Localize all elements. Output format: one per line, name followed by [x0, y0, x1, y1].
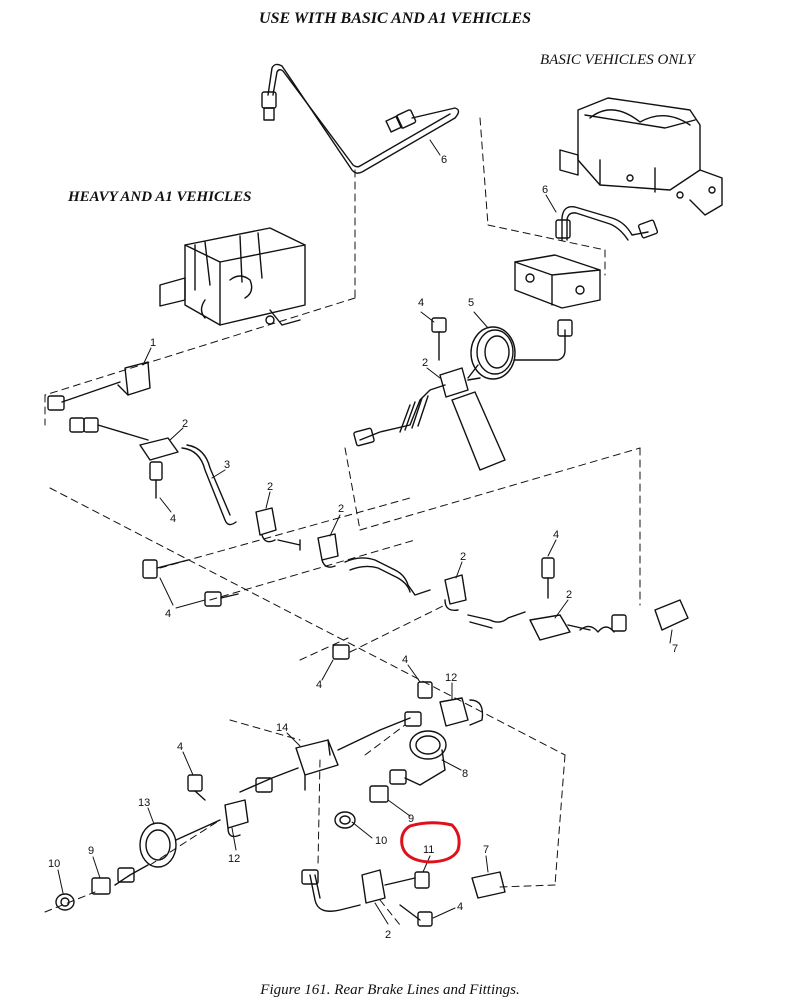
callout-2d: 2: [338, 503, 344, 515]
callout-2f: 2: [566, 589, 572, 601]
figure-caption: Figure 161. Rear Brake Lines and Fitting…: [260, 982, 520, 998]
callout-11: 11: [423, 844, 434, 856]
callout-4e: 4: [316, 679, 322, 691]
master-cylinder-basic: [559, 97, 723, 216]
basic-vehicles-label: BASIC VEHICLES ONLY: [540, 52, 695, 68]
brake-line-3: [69, 417, 237, 526]
master-cylinder-heavy: [159, 227, 306, 326]
bracket-1: [47, 361, 151, 411]
callout-2e: 2: [460, 551, 466, 563]
callout-9b: 9: [88, 845, 94, 857]
brake-line-6-upper: [261, 63, 460, 174]
callout-12b: 12: [228, 853, 240, 865]
callout-14: 14: [276, 722, 288, 734]
callout-13: 13: [138, 797, 150, 809]
callout-4h: 4: [457, 901, 463, 913]
lower-assembly: [55, 681, 506, 927]
callout-12a: 12: [445, 672, 457, 684]
callout-8: 8: [462, 768, 468, 780]
callout-6a: 6: [441, 154, 447, 166]
callout-2g: 2: [385, 929, 391, 941]
heavy-vehicles-label: HEAVY AND A1 VEHICLES: [68, 189, 252, 205]
callout-9a: 9: [408, 813, 414, 825]
callout-1: 1: [150, 337, 156, 349]
middle-row-lines: [142, 507, 689, 660]
callout-10b: 10: [48, 858, 60, 870]
callout-numbers: 1 2 2 2 2 2 2 2 3 4 4 4 4 4 4 4 4 5 6 6 …: [48, 154, 678, 941]
callout-3: 3: [224, 459, 230, 471]
assembly-lines: [44, 117, 641, 926]
callout-4g: 4: [177, 741, 183, 753]
coil-line-5: [467, 319, 573, 380]
callout-10a: 10: [375, 835, 387, 847]
callout-2b: 2: [422, 357, 428, 369]
callout-4b: 4: [170, 513, 176, 525]
callout-2c: 2: [267, 481, 273, 493]
brake-line-6-right: [514, 206, 659, 309]
callout-4c: 4: [165, 608, 171, 620]
callout-6b: 6: [542, 184, 548, 196]
callout-4f: 4: [402, 654, 408, 666]
callout-2a: 2: [182, 418, 188, 430]
callout-7b: 7: [483, 844, 489, 856]
highlight-circle: [400, 821, 461, 864]
callout-5: 5: [468, 297, 474, 309]
callout-4a: 4: [418, 297, 424, 309]
brake-hose-upper: [353, 317, 506, 471]
figure-title: USE WITH BASIC AND A1 VEHICLES: [259, 10, 531, 27]
callout-4d: 4: [553, 529, 559, 541]
callout-leaders: [57, 139, 673, 925]
callout-7a: 7: [672, 643, 678, 655]
